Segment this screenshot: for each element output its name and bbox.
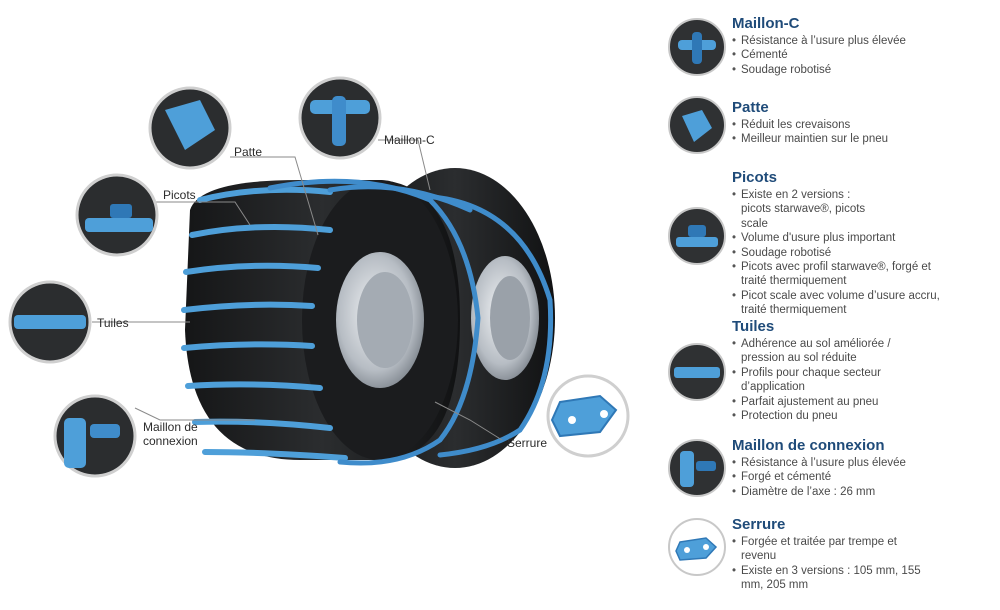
legend-entry-patte: Patte Réduit les crevaisons Meilleur mai… xyxy=(668,96,998,159)
closeup-tuiles xyxy=(8,280,92,364)
legend-entry-maillon-c: Maillon-C Résistance à l’usure plus élev… xyxy=(668,15,998,85)
legend-bullet: Forgée et traitée par trempe et revenu xyxy=(732,535,921,564)
legend-bullet: Forgé et cémenté xyxy=(732,470,994,485)
callout-maillon-connexion-line2: connexion xyxy=(143,434,198,448)
legend-title: Tuiles xyxy=(732,318,775,335)
lock-thumbnail xyxy=(668,518,726,576)
callout-lines xyxy=(92,139,503,441)
legend-bullet: Protection du pneu xyxy=(732,409,994,424)
component-legend: Maillon-C Résistance à l’usure plus élev… xyxy=(668,0,998,605)
legend-entry-serrure: Serrure Forgée et traitée par trempe et … xyxy=(668,516,998,596)
studs-thumbnail xyxy=(668,207,726,265)
callout-patte: Patte xyxy=(234,145,263,159)
legend-bullets: Adhérence au sol améliorée / pression au… xyxy=(732,337,994,424)
legend-bullets: Résistance à l’usure plus élevée Forgé e… xyxy=(732,456,994,500)
legend-bullets: Réduit les crevaisons Meilleur maintien … xyxy=(732,118,994,147)
c-link-thumbnail xyxy=(668,18,726,76)
legend-bullet: Existe en 2 versions : picots starwave®,… xyxy=(732,188,871,231)
legend-title: Patte xyxy=(732,99,769,116)
legend-title: Maillon-C xyxy=(732,15,800,32)
closeup-picots xyxy=(75,173,159,257)
callout-maillon-connexion: Maillon de connexion xyxy=(143,420,198,448)
legend-bullet: Picots avec profil starwave®, forgé et t… xyxy=(732,260,956,289)
callout-maillon-c: Maillon-C xyxy=(384,133,435,147)
legend-bullets: Forgée et traitée par trempe et revenu E… xyxy=(732,535,994,593)
legend-bullets: Résistance à l’usure plus élevée Cémenté… xyxy=(732,34,994,78)
paw-thumbnail xyxy=(668,96,726,154)
legend-entry-picots: Picots Existe en 2 versions : picots sta… xyxy=(668,169,998,316)
legend-bullet: Picot scale avec volume d’usure accru, t… xyxy=(732,289,963,318)
legend-bullet: Cémenté xyxy=(732,48,994,63)
closeup-patte xyxy=(148,86,232,170)
legend-bullet: Existe en 3 versions : 105 mm, 155 mm, 2… xyxy=(732,564,921,593)
legend-title: Maillon de connexion xyxy=(732,437,885,454)
track-diagram: Patte Maillon-C Picots Tuiles Maillon de… xyxy=(8,76,630,478)
front-tire xyxy=(185,180,460,460)
closeup-serrure xyxy=(546,374,630,458)
legend-bullet: Meilleur maintien sur le pneu xyxy=(732,132,994,147)
legend-bullet: Soudage robotisé xyxy=(732,246,994,261)
legend-bullet: Adhérence au sol améliorée / pression au… xyxy=(732,337,916,366)
legend-bullet: Profils pour chaque secteur d’applicatio… xyxy=(732,366,911,395)
legend-title: Serrure xyxy=(732,516,786,533)
legend-bullet: Diamètre de l’axe : 26 mm xyxy=(732,485,994,500)
legend-bullet: Soudage robotisé xyxy=(732,63,994,78)
legend-bullet: Résistance à l’usure plus élevée xyxy=(732,456,994,471)
legend-entry-tuiles: Tuiles Adhérence au sol améliorée / pres… xyxy=(668,318,998,428)
callout-tuiles: Tuiles xyxy=(97,316,129,330)
closeup-maillon-connexion xyxy=(53,394,137,478)
connecting-link-thumbnail xyxy=(668,439,726,497)
legend-bullet: Réduit les crevaisons xyxy=(732,118,994,133)
chain-side-links xyxy=(267,178,554,466)
legend-bullet: Parfait ajustement au pneu xyxy=(732,395,994,410)
closeup-maillon-c xyxy=(298,76,382,160)
chain-rungs xyxy=(181,186,348,461)
legend-bullets: Existe en 2 versions : picots starwave®,… xyxy=(732,188,994,318)
legend-bullet: Volume d'usure plus important xyxy=(732,231,994,246)
callout-maillon-connexion-line1: Maillon de xyxy=(143,420,198,434)
tile-thumbnail xyxy=(668,343,726,401)
legend-entry-maillon-connexion: Maillon de connexion Résistance à l’usur… xyxy=(668,437,998,501)
tire-chain-illustration xyxy=(8,76,630,478)
legend-title: Picots xyxy=(732,169,778,186)
legend-bullet: Résistance à l’usure plus élevée xyxy=(732,34,994,49)
callout-picots: Picots xyxy=(163,188,196,202)
callout-serrure: Serrure xyxy=(507,436,548,450)
